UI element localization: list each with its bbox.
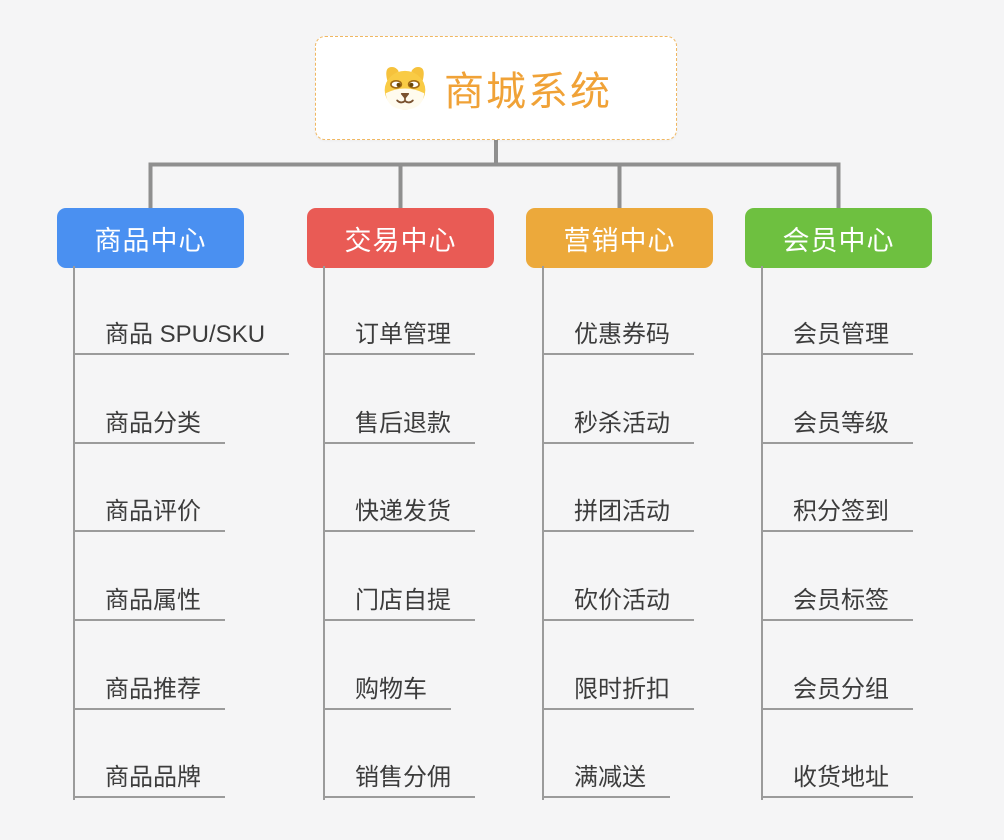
dog-face-icon <box>384 66 426 110</box>
child-node[interactable]: 会员管理 <box>761 321 913 355</box>
branch-child-line <box>761 266 763 800</box>
child-node[interactable]: 拼团活动 <box>542 498 694 532</box>
branch-child-line <box>323 266 325 800</box>
child-node[interactable]: 商品推荐 <box>73 676 225 710</box>
child-node[interactable]: 快递发货 <box>323 498 475 532</box>
branch-child-line <box>73 266 75 800</box>
child-node[interactable]: 销售分佣 <box>323 764 475 798</box>
child-node[interactable]: 会员标签 <box>761 587 913 621</box>
child-node[interactable]: 优惠券码 <box>542 321 694 355</box>
child-node[interactable]: 售后退款 <box>323 410 475 444</box>
child-node[interactable]: 限时折扣 <box>542 676 694 710</box>
child-node[interactable]: 商品 SPU/SKU <box>73 321 290 355</box>
child-node[interactable]: 会员分组 <box>761 676 913 710</box>
child-node[interactable]: 会员等级 <box>761 410 913 444</box>
child-node[interactable]: 秒杀活动 <box>542 410 694 444</box>
root-node[interactable]: 商城系统 <box>315 36 677 140</box>
child-node[interactable]: 商品品牌 <box>73 764 225 798</box>
branch-node-trade-center[interactable]: 交易中心 <box>307 208 494 268</box>
child-node[interactable]: 商品分类 <box>73 410 225 444</box>
branch-bracket-line <box>148 162 841 210</box>
child-node[interactable]: 商品属性 <box>73 587 225 621</box>
child-node[interactable]: 购物车 <box>323 676 451 710</box>
child-node[interactable]: 收货地址 <box>761 764 913 798</box>
child-node[interactable]: 订单管理 <box>323 321 475 355</box>
child-node[interactable]: 门店自提 <box>323 587 475 621</box>
branch-node-marketing-center[interactable]: 营销中心 <box>526 208 713 268</box>
branch-node-product-center[interactable]: 商品中心 <box>57 208 244 268</box>
child-node[interactable]: 积分签到 <box>761 498 913 532</box>
root-title: 商城系统 <box>444 70 612 114</box>
child-node[interactable]: 砍价活动 <box>542 587 694 621</box>
child-node[interactable]: 满减送 <box>542 764 670 798</box>
branch-node-member-center[interactable]: 会员中心 <box>745 208 932 268</box>
child-node[interactable]: 商品评价 <box>73 498 225 532</box>
branch-child-line <box>542 266 544 800</box>
